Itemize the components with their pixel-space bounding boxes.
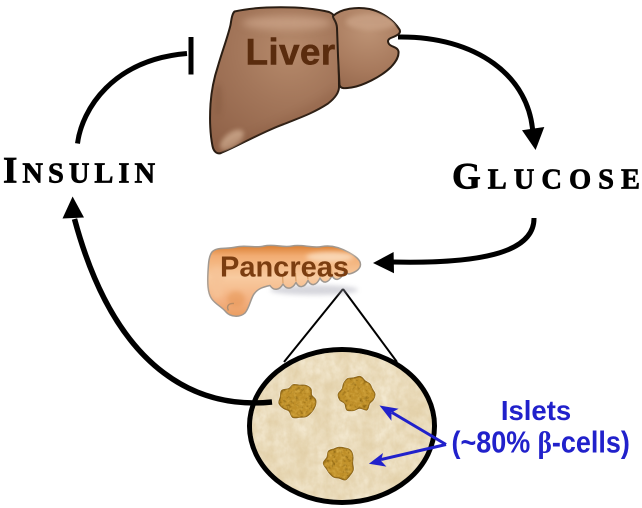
svg-text:Islets: Islets <box>501 395 571 426</box>
svg-text:Liver: Liver <box>246 32 336 73</box>
svg-text:INSULIN: INSULIN <box>3 151 160 192</box>
svg-text:GLUCOSE: GLUCOSE <box>452 157 642 198</box>
svg-text:Pancreas: Pancreas <box>220 252 349 284</box>
svg-text:(~80% β-cells): (~80% β-cells) <box>452 426 630 460</box>
